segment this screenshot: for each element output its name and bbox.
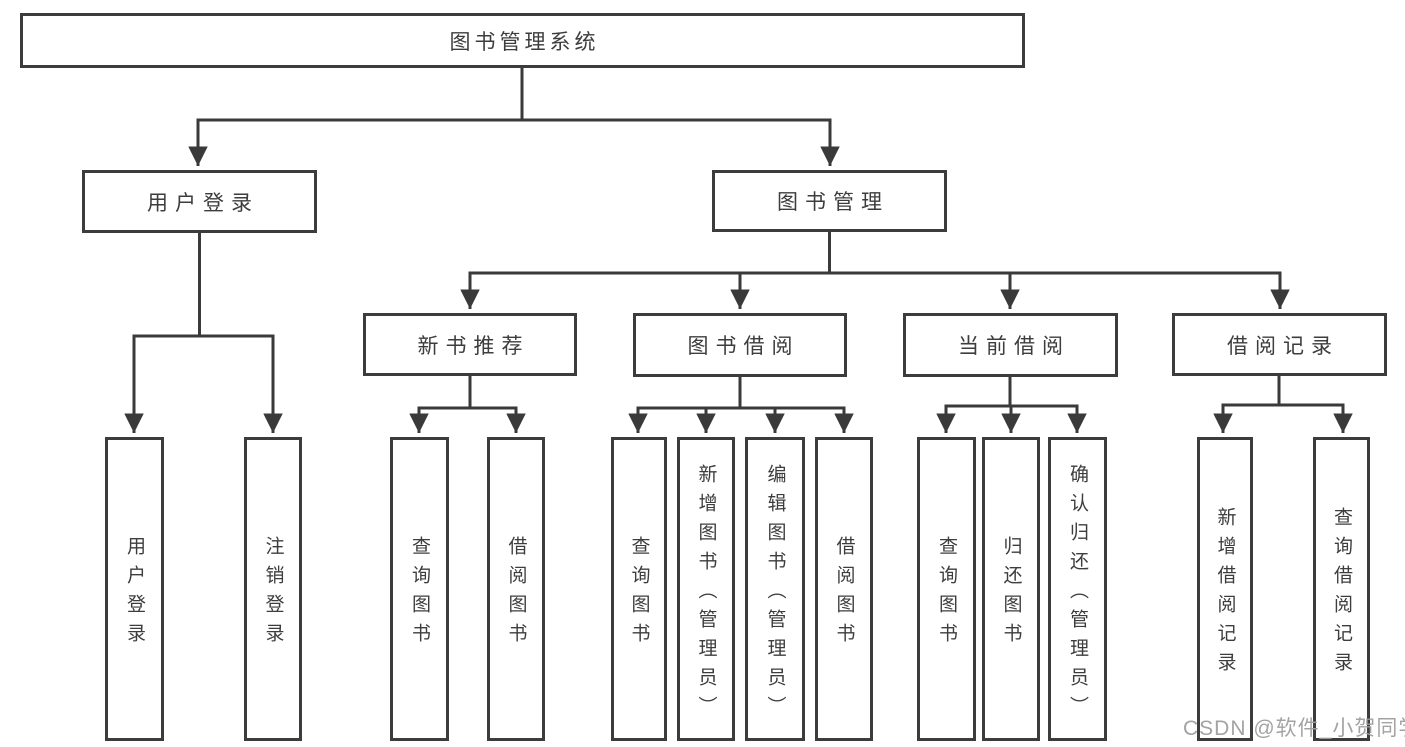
leaf-logout: 注销登录 xyxy=(244,437,302,741)
node-new-book-recommend: 新书推荐 xyxy=(363,313,577,376)
node-book-borrowing: 图书借阅 xyxy=(633,313,847,377)
leaf-query-books-borrowing: 查询图书 xyxy=(611,437,667,741)
leaf-query-borrow-record: 查询借阅记录 xyxy=(1313,437,1370,741)
leaf-query-books-recommend: 查询图书 xyxy=(390,437,449,741)
leaf-user-login: 用户登录 xyxy=(105,437,164,741)
leaf-borrow-books-recommend: 借阅图书 xyxy=(487,437,545,741)
leaf-add-borrow-record: 新增借阅记录 xyxy=(1197,437,1253,741)
node-user-login-group: 用户登录 xyxy=(82,170,317,233)
node-current-borrowing: 当前借阅 xyxy=(903,313,1118,377)
leaf-query-books-current: 查询图书 xyxy=(917,437,976,741)
leaf-add-books-admin: 新增图书（管理员） xyxy=(677,437,735,741)
watermark: CSDN @软件_小贺同学 xyxy=(1183,717,1405,740)
leaf-borrow-books-borrowing: 借阅图书 xyxy=(815,437,873,741)
leaf-edit-books-admin: 编辑图书（管理员） xyxy=(745,437,805,741)
leaf-return-books: 归还图书 xyxy=(982,437,1040,741)
node-library-system: 图书管理系统 xyxy=(20,13,1025,68)
node-book-management: 图书管理 xyxy=(712,170,947,232)
node-borrowing-records: 借阅记录 xyxy=(1172,313,1387,376)
leaf-confirm-return-admin: 确认归还（管理员） xyxy=(1048,437,1107,741)
